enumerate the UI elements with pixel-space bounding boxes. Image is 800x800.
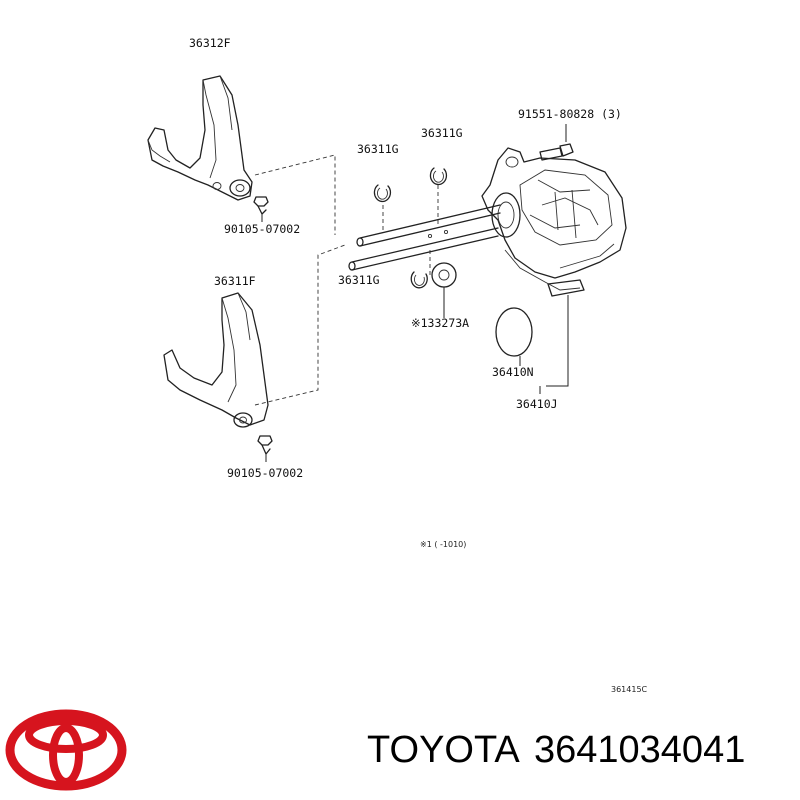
part-number: 3641034041 — [534, 729, 745, 771]
figure-code: 361415C — [611, 685, 648, 694]
seal-washer — [431, 262, 457, 288]
footnote: ※1 ( -1010) — [420, 540, 466, 549]
snap-ring-1 — [373, 184, 392, 203]
label-36311f: 36311F — [214, 274, 256, 288]
label-36311g-3: 36311G — [338, 273, 380, 287]
shift-actuator — [481, 147, 627, 297]
o-ring — [495, 307, 533, 357]
upper-shift-fork — [147, 75, 253, 201]
snap-ring-2 — [429, 167, 448, 186]
label-36311g-2: 36311G — [421, 126, 463, 140]
dashed-guides — [254, 154, 439, 406]
snap-ring-3 — [410, 271, 428, 289]
shift-rods — [348, 204, 501, 271]
upper-fork-bolt — [253, 196, 269, 215]
label-90105-upper: 90105-07002 — [224, 222, 300, 236]
brand-name: TOYOTA — [367, 729, 520, 771]
label-90105-lower: 90105-07002 — [227, 466, 303, 480]
actuator-bolt — [539, 143, 574, 161]
toyota-logo — [5, 709, 127, 791]
label-36311g-1: 36311G — [357, 142, 399, 156]
label-36410n: 36410N — [492, 365, 534, 379]
lower-fork-bolt — [257, 435, 273, 455]
label-36410j: 36410J — [516, 397, 558, 411]
label-33273a: ※133273A — [411, 316, 469, 330]
lower-shift-fork — [163, 292, 269, 428]
label-36312f: 36312F — [189, 36, 231, 50]
label-91551-bolt: 91551-80828 (3) — [518, 107, 622, 121]
